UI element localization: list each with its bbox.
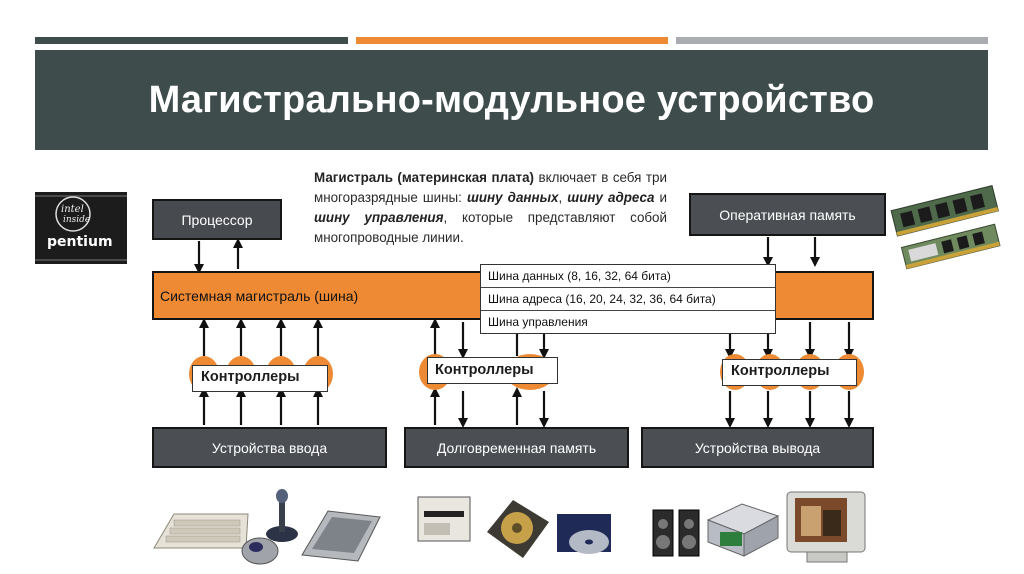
description-sep: , — [558, 190, 568, 205]
description-part2: , которые представляют собой многопровод… — [314, 210, 667, 245]
storage-box: Долговременная память — [404, 427, 629, 468]
input-devices-label: Устройства ввода — [211, 439, 328, 456]
ram-modules-image — [890, 184, 1001, 270]
controllers-left-frame — [192, 365, 328, 392]
slide-title: Магистрально-модульное устройство — [148, 78, 875, 121]
bus-description: Магистраль (материнская плата) включает … — [314, 168, 667, 248]
hard-drive-image — [487, 500, 549, 558]
printer-image — [706, 503, 780, 557]
ram-label: Оперативная память — [719, 206, 856, 223]
input-devices-box: Устройства ввода — [152, 427, 387, 468]
processor-box: Процессор — [152, 199, 282, 240]
title-band: Магистрально-модульное устройство — [35, 50, 988, 150]
processor-label: Процессор — [181, 211, 253, 228]
top-line-dark — [35, 37, 348, 44]
optical-drive-image — [557, 514, 611, 554]
mouse-image — [241, 537, 279, 565]
controllers-right-frame — [722, 359, 857, 386]
floppy-drive-image — [417, 496, 471, 542]
ram-box: Оперативная память — [689, 193, 886, 236]
top-line-light — [676, 37, 988, 44]
scanner-image — [301, 510, 381, 562]
speakers-image — [652, 509, 700, 557]
controllers-right-label: Контроллеры — [731, 363, 830, 379]
controllers-left-label: Контроллеры — [201, 369, 300, 385]
top-line-orange — [356, 37, 668, 44]
description-address-bus: шину адреса — [567, 190, 655, 205]
system-bus-label: Системная магистраль (шина) — [160, 288, 359, 304]
controllers-middle-label: Контроллеры — [435, 362, 534, 378]
joystick-image — [266, 489, 298, 542]
bus-types-table: Шина данных (8, 16, 32, 64 бита) Шина ад… — [480, 264, 776, 334]
control-bus-row: Шина управления — [488, 315, 588, 329]
keyboard-image — [153, 513, 249, 549]
description-part1: включает в себя три многоразрядные шины: — [314, 170, 667, 205]
chip-intel-text: intel — [61, 204, 84, 215]
description-bold: Магистраль (материнская плата) — [314, 170, 534, 185]
output-devices-box: Устройства вывода — [641, 427, 874, 468]
data-bus-row: Шина данных (8, 16, 32, 64 бита) — [481, 265, 775, 288]
description-control-bus: шину управления — [314, 210, 444, 225]
output-devices-label: Устройства вывода — [694, 439, 821, 456]
chip-inside-text: inside — [63, 215, 90, 225]
monitor-image — [786, 491, 866, 563]
address-bus-row: Шина адреса (16, 20, 24, 32, 36, 64 бита… — [481, 288, 775, 311]
description-data-bus: шину данных — [466, 190, 559, 205]
controllers-middle-frame — [427, 357, 558, 384]
pentium-chip-image: intel inside pentium — [35, 192, 127, 264]
description-and: и — [654, 190, 667, 205]
storage-label: Долговременная память — [436, 439, 597, 456]
chip-pentium-text: pentium — [47, 234, 113, 250]
